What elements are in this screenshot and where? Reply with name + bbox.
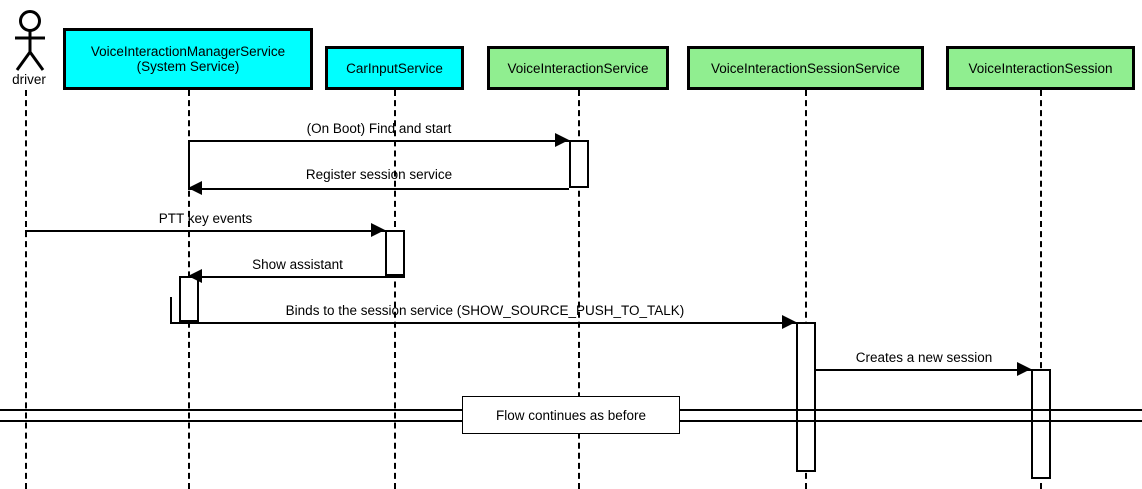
message-origin-stub-on-boot — [188, 140, 190, 188]
message-arrowhead-on-boot-find-and-start — [555, 133, 569, 147]
stick-figure-icon — [15, 10, 45, 71]
message-label-show-assistant: Show assistant — [252, 257, 343, 272]
message-label-on-boot-find-and-start: (On Boot) Find and start — [306, 121, 452, 136]
lifeline-carinputservice — [394, 90, 396, 489]
activation-bar-voiceinteractionservice — [569, 140, 589, 188]
message-arrowhead-register-session-service — [188, 181, 202, 195]
participant-box-voiceinteractionservice[interactable]: VoiceInteractionService — [487, 46, 669, 90]
participant-box-voiceinteractionsession[interactable]: VoiceInteractionSession — [946, 46, 1135, 90]
driver-actor-icon — [8, 10, 52, 77]
message-label-binds-to-the-session-service: Binds to the session service (SHOW_SOURC… — [285, 303, 685, 318]
activation-bar-voiceinteractionsessionservice — [796, 322, 816, 472]
message-arrowhead-ptt-key-events — [371, 223, 385, 237]
participant-box-voiceinteractionmanagerservice[interactable]: VoiceInteractionManagerService (System S… — [63, 28, 313, 90]
message-line-ptt-key-events — [25, 230, 385, 232]
participant-box-carinputservice[interactable]: CarInputService — [325, 46, 464, 90]
lifeline-voiceinteractionsessionservice — [805, 90, 807, 489]
message-label-creates-a-new-session: Creates a new session — [855, 350, 993, 365]
lifeline-driver — [25, 90, 27, 489]
message-line-binds-to-the-session-service — [170, 322, 796, 324]
message-origin-stub-binds — [170, 297, 172, 322]
message-line-show-assistant — [188, 276, 405, 278]
message-line-register-session-service — [188, 188, 569, 190]
message-line-on-boot-find-and-start — [188, 140, 569, 142]
activation-bar-voiceinteractionsession — [1031, 369, 1051, 479]
message-label-ptt-key-events: PTT key events — [158, 211, 253, 226]
message-arrowhead-show-assistant — [188, 269, 202, 283]
message-arrowhead-creates-a-new-session — [1017, 362, 1031, 376]
lifeline-voiceinteractionsession — [1040, 90, 1042, 489]
lifeline-voiceinteractionservice — [578, 90, 580, 489]
activation-bar-carinputservice — [385, 230, 405, 276]
message-arrowhead-binds-to-the-session-service — [782, 315, 796, 329]
driver-actor-label: driver — [12, 72, 46, 87]
message-label-register-session-service: Register session service — [305, 167, 453, 182]
participant-box-voiceinteractionsessionservice[interactable]: VoiceInteractionSessionService — [687, 46, 924, 90]
message-line-creates-a-new-session — [816, 369, 1032, 371]
divider-label-flow-continues-as-before: Flow continues as before — [462, 396, 680, 434]
